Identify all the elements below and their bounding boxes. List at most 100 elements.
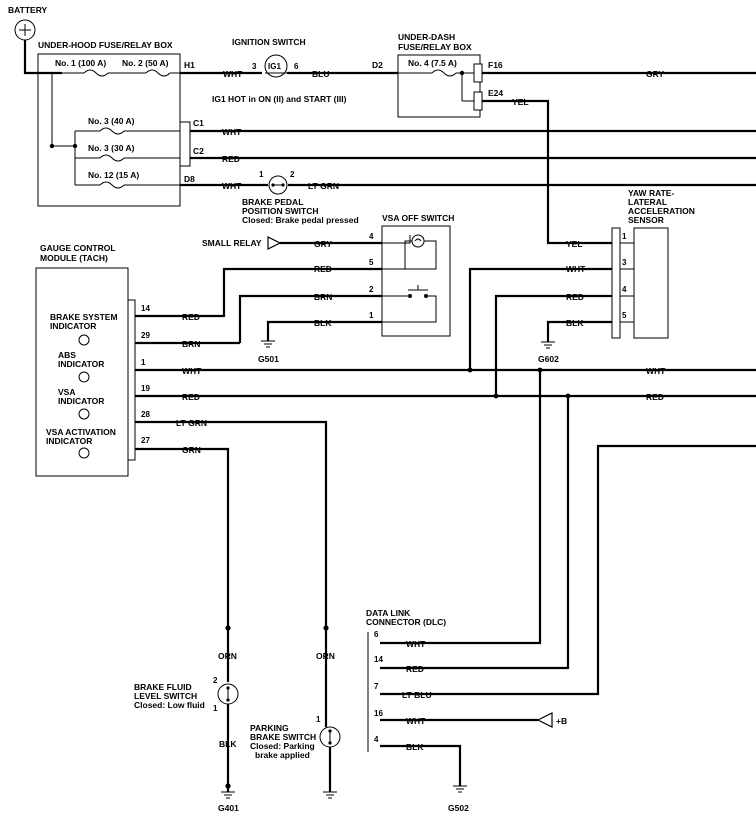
gauge-pin-28: 28	[141, 410, 150, 419]
wire-label-ltblu-dlc7: LT BLU	[402, 690, 432, 700]
small-relay-label: SMALL RELAY	[202, 238, 262, 248]
gauge-ind4-b: INDICATOR	[46, 436, 92, 446]
ignition-pin-3: 3	[252, 62, 257, 71]
brake-fluid-note: Closed: Low fluid	[134, 700, 205, 710]
yaw-title-1: YAW RATE-	[628, 188, 674, 198]
gauge-pin-27: 27	[141, 436, 150, 445]
parking-note-2: brake applied	[255, 750, 310, 760]
wire-label-brn-29: BRN	[182, 339, 200, 349]
fuse-no2-symbol	[145, 69, 171, 77]
ground-g501: G501	[258, 354, 279, 364]
gauge-ind3-b: INDICATOR	[58, 396, 104, 406]
terminal-d8: D8	[184, 174, 195, 184]
fuse-no1-symbol	[83, 69, 109, 77]
ignition-switch: IGNITION SWITCH WHT IG1 3 6 IG1 HOT in O…	[180, 37, 398, 104]
wire-label-brn-vsa: BRN	[314, 292, 332, 302]
fuse-no2-label: No. 2 (50 A)	[122, 58, 169, 68]
dlc-title-1: DATA LINK	[366, 608, 411, 618]
vsa-off-switch: VSA OFF SWITCH 4 5 2 1 GRY RED BRN BLK	[238, 213, 454, 364]
ground-g502: G502	[448, 803, 469, 813]
dlc-pin-14: 14	[374, 655, 383, 664]
wire-label-wht-right: WHT	[646, 366, 666, 376]
battery-label: BATTERY	[8, 5, 48, 15]
wire-label-gry-top: GRY	[646, 69, 664, 79]
gauge-title-2: MODULE (TACH)	[40, 253, 108, 263]
gauge-ind2-b: INDICATOR	[58, 359, 104, 369]
gauge-ind1-b: INDICATOR	[50, 321, 96, 331]
wire-label-yel-yaw: YEL	[566, 239, 583, 249]
ignition-code: IG1	[268, 62, 281, 71]
dlc-pin-7: 7	[374, 682, 379, 691]
wire-label-orn-parking: ORN	[316, 651, 335, 661]
underdash-title-1: UNDER-DASH	[398, 32, 455, 42]
gauge-ind4-a: VSA ACTIVATION	[46, 427, 116, 437]
parking-title-1: PARKING	[250, 723, 289, 733]
small-relay: SMALL RELAY	[202, 236, 282, 250]
dlc-plus-b: +B	[556, 716, 567, 726]
wire-label-blk-dlc4: BLK	[406, 742, 424, 752]
wire-label-gry-vsa: GRY	[314, 239, 332, 249]
terminal-c1: C1	[193, 118, 204, 128]
yaw-pin-3: 3	[622, 258, 627, 267]
ground-g401: G401	[218, 803, 239, 813]
brake-fluid-title-2: LEVEL SWITCH	[134, 691, 197, 701]
ignition-pin-6: 6	[294, 62, 299, 71]
wire-label-red-dlc14: RED	[406, 664, 424, 674]
wire-label-wht-dlc16: WHT	[406, 716, 426, 726]
wire-label-wht: WHT	[223, 69, 243, 79]
fuse-no3a-label: No. 3 (40 A)	[88, 116, 135, 126]
brake-fluid-pin-1: 1	[213, 704, 218, 713]
wire-label-orn-fluid: ORN	[218, 651, 237, 661]
terminal-h1: H1	[184, 60, 195, 70]
wire-label-wht-yaw: WHT	[566, 264, 586, 274]
wire-label-red-19: RED	[182, 392, 200, 402]
brake-pedal-note: Closed: Brake pedal pressed	[242, 215, 359, 225]
brake-pedal-pin-1: 1	[259, 170, 264, 179]
wire-label-red-14: RED	[182, 312, 200, 322]
vsa-off-pin-2: 2	[369, 285, 374, 294]
brake-fluid-switch: ORN 2 1 BRAKE FLUID LEVEL SWITCH Closed:…	[134, 625, 239, 813]
ground-g602: G602	[538, 354, 559, 364]
underhood-fuse-box: UNDER-HOOD FUSE/RELAY BOX No. 1 (100 A) …	[37, 40, 204, 207]
wire-label-blk-yaw: BLK	[566, 318, 584, 328]
dlc-pin-6: 6	[374, 630, 379, 639]
brake-pedal-pin-2: 2	[290, 170, 295, 179]
underdash-fuse-box: UNDER-DASH FUSE/RELAY BOX No. 4 (7.5 A) …	[397, 32, 756, 249]
wire-label-wht-c1: WHT	[222, 127, 242, 137]
long-wires: WHT RED WHT	[180, 127, 756, 191]
wire-label-wht-d8: WHT	[222, 181, 242, 191]
yaw-title-3: ACCELERATION	[628, 206, 695, 216]
ignition-note: IG1 HOT in ON (II) and START (III)	[212, 94, 347, 104]
wire-label-wht-1: WHT	[182, 366, 202, 376]
brake-pedal-switch: 1 2 LT GRN BRAKE PEDAL POSITION SWITCH C…	[242, 170, 756, 225]
fuse-no4-label: No. 4 (7.5 A)	[408, 58, 457, 68]
wire-label-red-c2: RED	[222, 154, 240, 164]
fuse-no12-label: No. 12 (15 A)	[88, 170, 139, 180]
yaw-title-4: SENSOR	[628, 215, 664, 225]
yaw-title-2: LATERAL	[628, 197, 667, 207]
underdash-title-2: FUSE/RELAY BOX	[398, 42, 472, 52]
brake-pedal-title-1: BRAKE PEDAL	[242, 197, 303, 207]
gauge-pin-1: 1	[141, 358, 146, 367]
gauge-bus-wires: WHT WHT RED RED LT GRN GRN	[135, 366, 756, 696]
brake-fluid-pin-2: 2	[213, 676, 218, 685]
gauge-title-1: GAUGE CONTROL	[40, 243, 116, 253]
gauge-pin-14: 14	[141, 304, 150, 313]
fuse-no3b-label: No. 3 (30 A)	[88, 143, 135, 153]
vsa-off-title: VSA OFF SWITCH	[382, 213, 454, 223]
wire-label-wht-dlc6: WHT	[406, 639, 426, 649]
dlc-title-2: CONNECTOR (DLC)	[366, 617, 446, 627]
parking-pin-1: 1	[316, 715, 321, 724]
wire-label-red-yaw: RED	[566, 292, 584, 302]
wire-red-14	[135, 267, 335, 318]
terminal-d2: D2	[372, 60, 383, 70]
vsa-off-pin-1: 1	[369, 311, 374, 320]
gauge-ind2-a: ABS	[58, 350, 76, 360]
wire-label-blk-fluid: BLK	[219, 739, 237, 749]
wire-label-blk-vsa: BLK	[314, 318, 332, 328]
brake-fluid-title-1: BRAKE FLUID	[134, 682, 192, 692]
gauge-pin-29: 29	[141, 331, 150, 340]
yaw-pin-4: 4	[622, 285, 627, 294]
underhood-title: UNDER-HOOD FUSE/RELAY BOX	[38, 40, 173, 50]
